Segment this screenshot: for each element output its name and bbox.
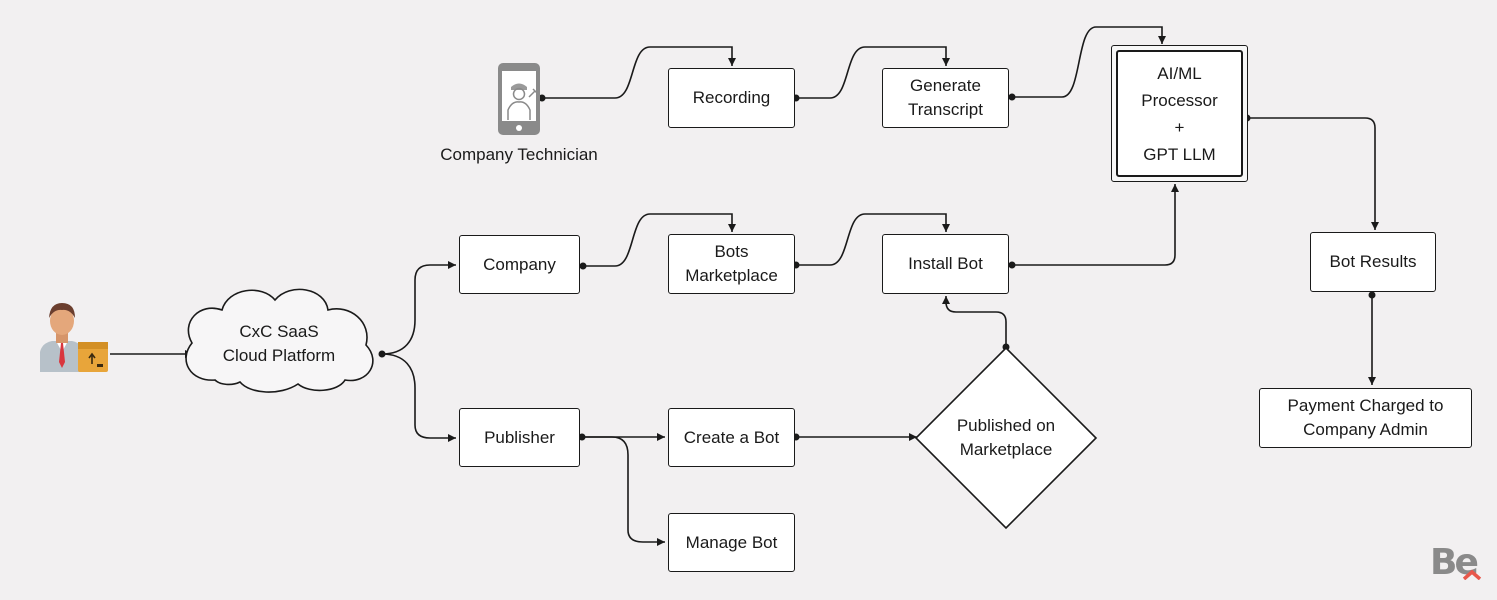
diamond-shape [914,346,1098,530]
edge-cloud-publisher [381,353,456,442]
bot-results-box[interactable]: Bot Results [1310,232,1436,292]
ai-ml-processor-label: AI/ML Processor + GPT LLM [1116,50,1243,177]
edge-transcript-ai [1012,26,1166,98]
cloud-platform-label: CxC SaaS Cloud Platform [222,322,336,365]
edge-install-ai [1012,184,1179,266]
install-bot-box[interactable]: Install Bot [882,234,1009,294]
watermark-text: Be [1430,542,1477,580]
recording-box[interactable]: Recording [668,68,795,128]
bots-marketplace-box[interactable]: Bots Marketplace [668,234,795,294]
publisher-box[interactable]: Publisher [459,408,580,467]
behance-logo: Be [1428,534,1484,583]
generate-transcript-box[interactable]: Generate Transcript [882,68,1009,128]
mobile-technician-icon [498,63,540,135]
published-marketplace-label: Published on Marketplace [956,416,1056,459]
cloud-shape [185,288,374,393]
edge-company-marketplace [583,213,736,267]
edge-marketplace-install [796,213,950,266]
edge-recording-transcript [796,46,950,99]
ai-ml-processor-box[interactable]: AI/ML Processor + GPT LLM [1111,45,1248,182]
edge-publisher-manage [582,436,665,546]
edge-cloud-company [381,261,456,355]
edge-ai-botresults [1247,117,1379,230]
edge-technician-recording [542,46,736,99]
businessman-icon [40,303,108,372]
manage-bot-box[interactable]: Manage Bot [668,513,795,572]
create-bot-box[interactable]: Create a Bot [668,408,795,467]
payment-charged-box[interactable]: Payment Charged to Company Admin [1259,388,1472,448]
company-box[interactable]: Company [459,235,580,294]
edge-published-install [942,296,1007,347]
company-technician-label: Company Technician [440,145,598,164]
